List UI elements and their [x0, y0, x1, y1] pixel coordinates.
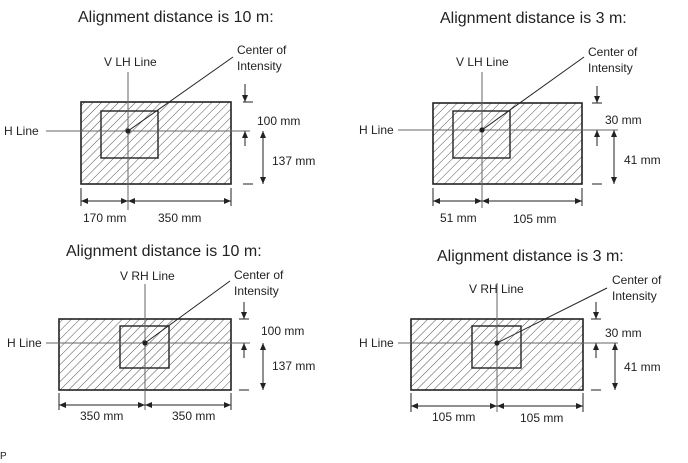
dim-lower-label: 41 mm: [624, 360, 661, 374]
center-leader: [481, 56, 585, 131]
panel-title: Alignment distance is 3 m:: [440, 10, 627, 27]
dim-upper-label: 100 mm: [257, 114, 300, 128]
panel-top-right: Alignment distance is 3 m: V LH Line Cen…: [359, 10, 661, 226]
intensity-zone: [100, 110, 159, 159]
dim-left-label: 350 mm: [80, 409, 123, 423]
h-line-label: H Line: [359, 123, 394, 137]
dim-left-label: 170 mm: [83, 211, 126, 225]
center-label: Center of Intensity: [237, 43, 290, 73]
panel-title: Alignment distance is 10 m:: [66, 243, 262, 260]
dim-lower-label: 137 mm: [272, 154, 315, 168]
corner-mark: P: [0, 451, 7, 462]
dim-upper-label: 30 mm: [605, 326, 642, 340]
center-label: Center of Intensity: [612, 273, 665, 303]
v-line-label: V LH Line: [104, 55, 157, 69]
h-line-label: H Line: [7, 336, 42, 350]
v-line-label: V LH Line: [456, 55, 509, 69]
dim-right-label: 105 mm: [513, 212, 556, 226]
center-leader: [496, 287, 608, 344]
panel-title: Alignment distance is 3 m:: [437, 248, 624, 265]
dim-upper-label: 30 mm: [605, 113, 642, 127]
center-leader: [144, 280, 231, 344]
dim-lower-label: 137 mm: [272, 359, 315, 373]
dim-left-label: 51 mm: [440, 211, 477, 225]
dim-right-label: 350 mm: [172, 409, 215, 423]
center-label: Center of Intensity: [234, 268, 287, 298]
dim-right-label: 350 mm: [158, 211, 201, 225]
center-leader: [127, 56, 234, 132]
panel-bottom-right: Alignment distance is 3 m: V RH Line Cen…: [359, 248, 665, 425]
dim-left-label: 105 mm: [432, 410, 475, 424]
h-line-label: H Line: [4, 124, 39, 138]
panel-bottom-left: Alignment distance is 10 m: V RH Line Ce…: [7, 243, 315, 423]
dim-upper-label: 100 mm: [261, 324, 304, 338]
center-label: Center of Intensity: [588, 45, 641, 75]
panel-top-left: Alignment distance is 10 m: V LH Line Ce…: [4, 9, 315, 225]
dim-right-label: 105 mm: [520, 411, 563, 425]
h-line-label: H Line: [359, 336, 394, 350]
v-line-label: V RH Line: [120, 269, 175, 283]
panel-title: Alignment distance is 10 m:: [78, 9, 274, 26]
dim-lower-label: 41 mm: [624, 153, 661, 167]
